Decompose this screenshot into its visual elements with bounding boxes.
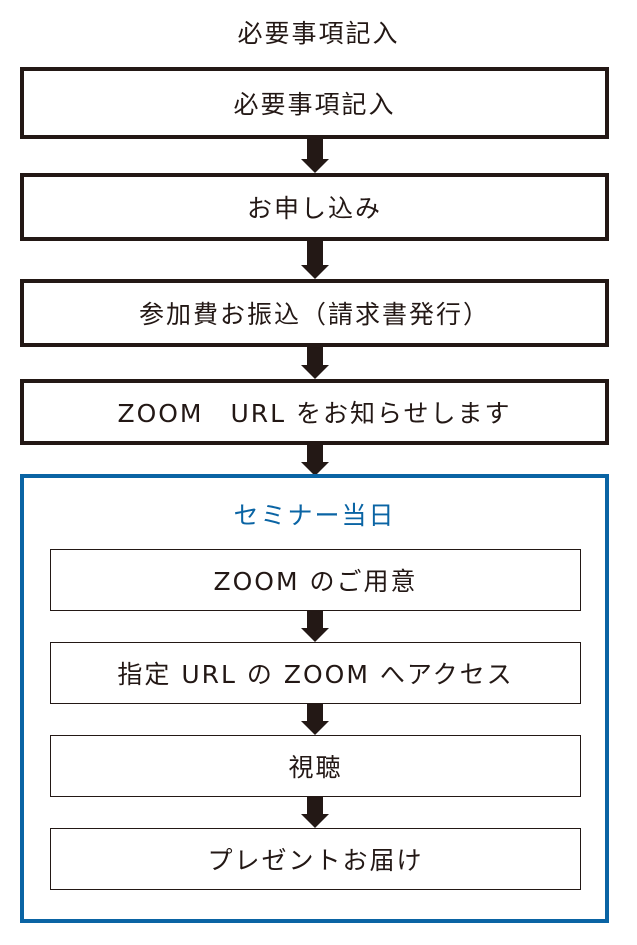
step-box-zoom-url: ZOOM URL をお知らせします xyxy=(20,379,609,445)
seminar-step-box-prepare-zoom: ZOOM のご用意 xyxy=(50,549,581,611)
flow-arrow-icon xyxy=(301,797,329,828)
step-label: 参加費お振込（請求書発行） xyxy=(138,300,490,329)
seminar-step-box-watch: 視聴 xyxy=(50,735,581,797)
seminar-title: セミナー当日 xyxy=(233,501,396,530)
step-label: 必要事項記入 xyxy=(233,90,396,119)
step-label: ZOOM URL をお知らせします xyxy=(117,399,512,428)
seminar-step-box-gift: プレゼントお届け xyxy=(50,828,581,890)
step-label: お申し込み xyxy=(246,194,382,223)
flow-arrow-icon xyxy=(301,139,329,173)
flow-arrow-icon xyxy=(301,347,329,379)
seminar-day-section xyxy=(20,474,609,923)
step-box-entry: 必要事項記入 xyxy=(20,67,609,139)
seminar-step-label: 指定 URL の ZOOM へアクセス xyxy=(117,660,514,689)
flow-arrow-icon xyxy=(301,704,329,735)
flow-arrow-icon xyxy=(301,241,329,279)
seminar-step-box-access-url: 指定 URL の ZOOM へアクセス xyxy=(50,642,581,704)
seminar-step-label: プレゼントお届け xyxy=(207,846,424,875)
page-title: 必要事項記入 xyxy=(237,19,400,48)
flow-arrow-icon xyxy=(301,611,329,642)
step-box-payment: 参加費お振込（請求書発行） xyxy=(20,279,609,347)
flow-arrow-icon xyxy=(301,445,329,476)
step-box-application: お申し込み xyxy=(20,173,609,241)
seminar-step-label: 視聴 xyxy=(288,753,343,782)
seminar-step-label: ZOOM のご用意 xyxy=(213,567,418,596)
